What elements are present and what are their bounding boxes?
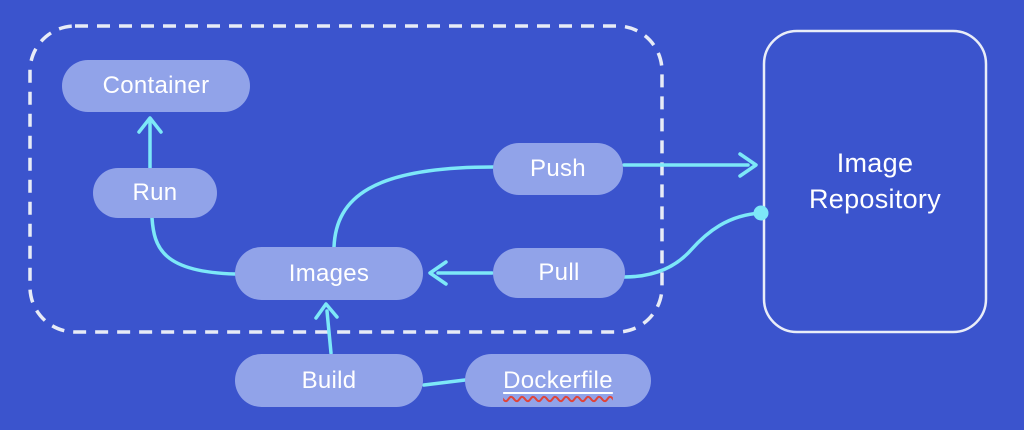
node-pull-label: Pull (538, 259, 580, 286)
arrowhead-left-icon (428, 260, 448, 286)
node-images: Images (235, 247, 423, 300)
edge-dockerfile-to-build (422, 378, 467, 387)
edge-repository-to-pull (622, 211, 763, 279)
node-run: Run (93, 168, 217, 218)
node-dockerfile-label: Dockerfile (503, 366, 613, 394)
junction-dot-icon (753, 205, 769, 221)
image-repository-box (762, 29, 988, 334)
edge-images-to-push (332, 165, 495, 249)
node-push-label: Push (530, 155, 586, 182)
node-push: Push (493, 143, 623, 195)
node-run-label: Run (132, 179, 178, 206)
docker-host-dashed-boundary (28, 24, 664, 334)
node-container: Container (62, 60, 250, 112)
node-container-label: Container (102, 72, 210, 99)
node-repository-label: Image Repository (808, 148, 942, 214)
node-build: Build (235, 354, 423, 407)
node-build-label: Build (301, 366, 357, 394)
arrowhead-right-icon (738, 152, 758, 178)
arrowhead-up-icon (314, 302, 339, 320)
edge-run-to-images (150, 216, 237, 276)
node-dockerfile: Dockerfile (465, 354, 651, 407)
node-pull: Pull (493, 248, 625, 298)
edge-build-to-images (325, 309, 333, 355)
spellcheck-wavy-underline: Dockerfile (503, 367, 613, 395)
arrowhead-up-icon (137, 116, 163, 134)
node-images-label: Images (288, 259, 370, 287)
